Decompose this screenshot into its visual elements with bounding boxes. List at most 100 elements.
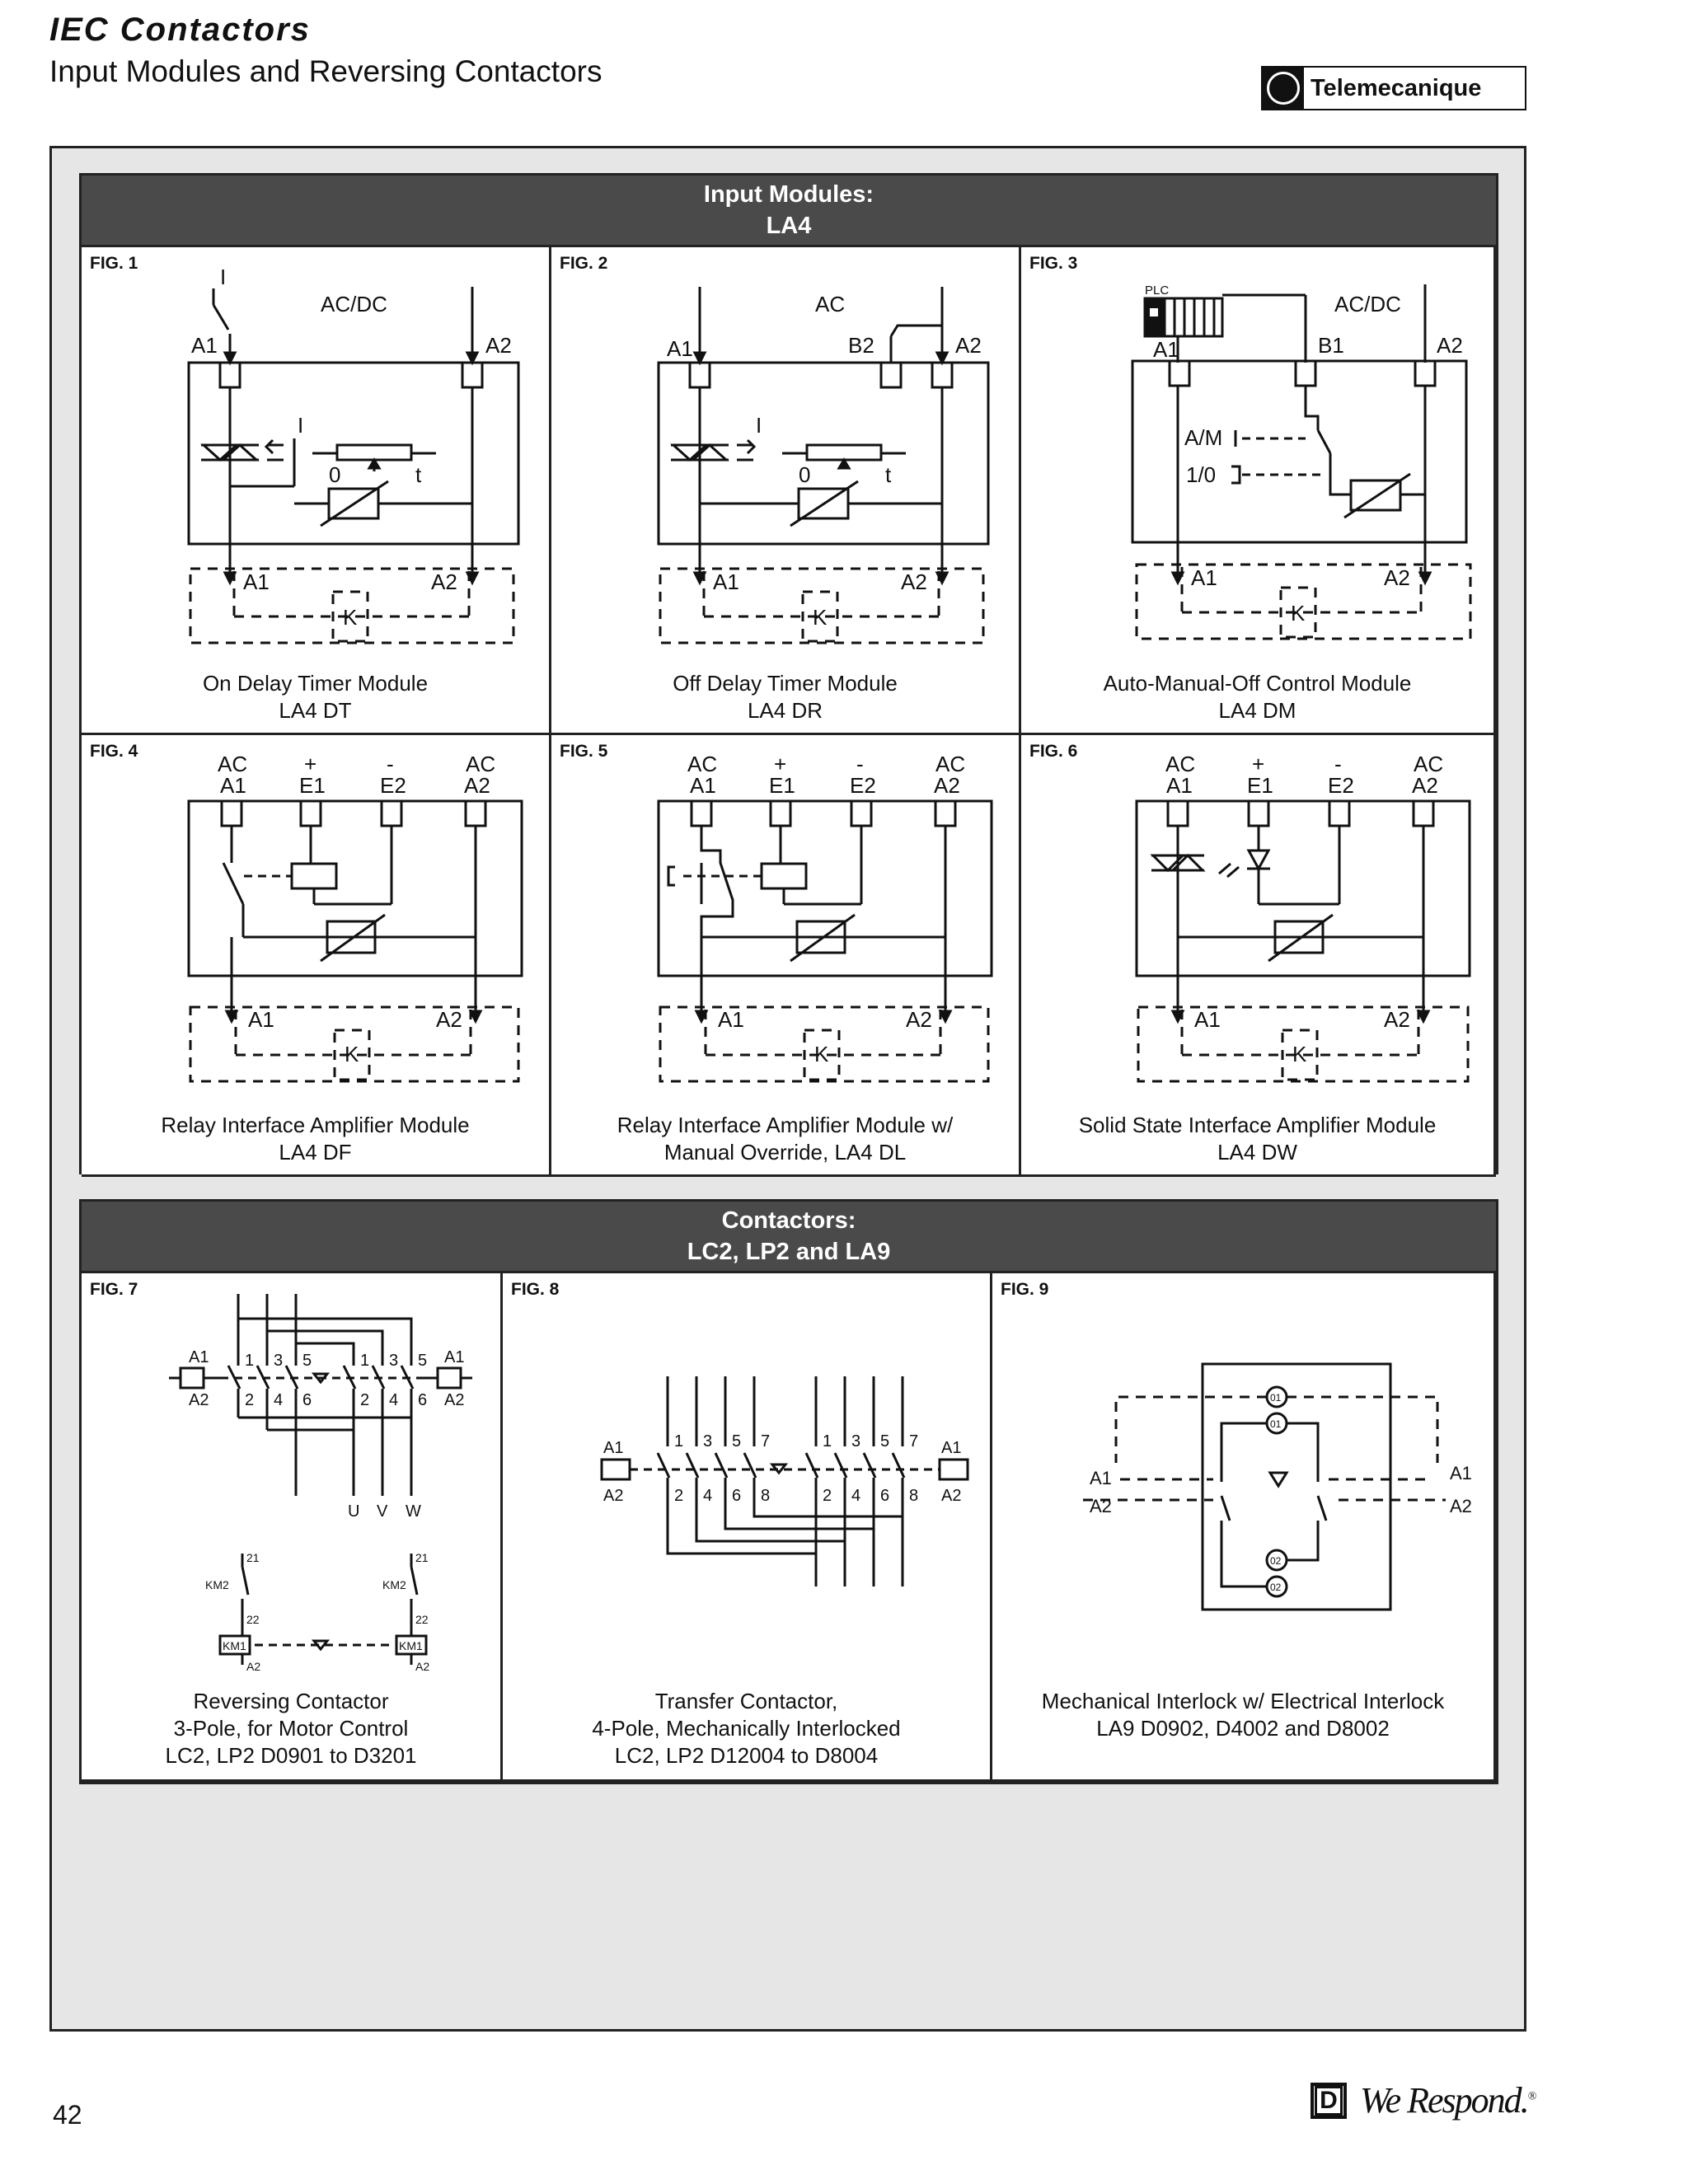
label-km1: KM1 xyxy=(399,1639,423,1652)
caption-line1: Auto-Manual-Off Control Module xyxy=(1103,671,1412,696)
fig-label: FIG. 4 xyxy=(90,742,138,761)
arrow xyxy=(223,571,237,586)
caption-line2: LA4 DT xyxy=(279,698,352,723)
label-minus: - xyxy=(1334,752,1342,776)
label-7: 7 xyxy=(909,1432,918,1451)
fig-6-cell: FIG. 6 xyxy=(1021,735,1496,1177)
fig-grid: FIG. 1 xyxy=(82,247,1496,1177)
label-a1: A1 xyxy=(690,773,716,798)
contacts-right xyxy=(342,1356,415,1496)
1-0-contact xyxy=(1231,465,1241,485)
arrow xyxy=(935,351,950,366)
caption-line3: LC2, LP2 D0901 to D3201 xyxy=(165,1743,417,1768)
section-title-line2: LC2, LP2 and LA9 xyxy=(687,1239,891,1265)
wire xyxy=(1329,453,1351,496)
label-a2: A2 xyxy=(1437,333,1463,358)
label-a2: A2 xyxy=(464,773,490,798)
label-a2: A2 xyxy=(1090,1496,1112,1516)
label-5: 5 xyxy=(732,1432,741,1451)
transfer-contactor-diagram: A1 A2 1 3 5 7 2 4 6 8 1 3 5 7 2 4 6 xyxy=(600,1376,969,1586)
label-i: I xyxy=(220,265,226,289)
varistor-slash xyxy=(320,480,389,527)
section-header: Input Modules: LA4 xyxy=(82,176,1496,247)
section-header: Contactors: LC2, LP2 and LA9 xyxy=(82,1202,1496,1273)
cross-wiring xyxy=(238,1317,413,1356)
interlock-symbol xyxy=(1268,1471,1289,1488)
label-km2: KM2 xyxy=(205,1578,229,1591)
page-number: 42 xyxy=(53,2100,82,2130)
contactors-section: Contactors: LC2, LP2 and LA9 FIG. 7 xyxy=(79,1199,1498,1784)
label-2: 2 xyxy=(245,1391,254,1409)
external-links xyxy=(1083,1395,1446,1502)
label-01: 01 xyxy=(1270,1392,1282,1404)
arrow xyxy=(692,351,707,366)
label-a2: A2 xyxy=(934,773,960,798)
module-box xyxy=(187,799,523,977)
label-minus: - xyxy=(856,752,864,776)
arrow xyxy=(837,457,851,470)
right-contact xyxy=(1287,1422,1328,1562)
coil-left xyxy=(600,1458,631,1481)
label-a1: A1 xyxy=(713,569,739,594)
label-ac: AC xyxy=(218,752,247,776)
caption-line3: LC2, LP2 D12004 to D8004 xyxy=(614,1743,879,1768)
light-arrows xyxy=(1218,862,1240,879)
caption-line2: LA4 DM xyxy=(1218,698,1296,723)
label-7: 7 xyxy=(761,1432,770,1451)
fig-5-cell: FIG. 5 xyxy=(551,735,1021,1177)
label-b2: B2 xyxy=(848,333,874,358)
module-box xyxy=(1135,799,1471,977)
am-switch xyxy=(1304,386,1332,454)
label-km1: KM1 xyxy=(223,1639,246,1652)
varistor-slash xyxy=(1343,472,1411,519)
label-01: 01 xyxy=(1270,1418,1282,1430)
label-4: 4 xyxy=(274,1391,283,1409)
brand-logo: Telemecanique xyxy=(1261,66,1526,110)
label-ac: AC xyxy=(466,752,495,776)
label-plus: + xyxy=(304,752,316,776)
terminal-a1 xyxy=(1168,359,1191,387)
label-a2: A2 xyxy=(485,333,512,358)
label-a2: A2 xyxy=(603,1487,623,1505)
label-a2: A2 xyxy=(1384,565,1410,590)
terminal-b1 xyxy=(1294,359,1317,387)
fig-4-cell: FIG. 4 xyxy=(82,735,551,1177)
label-a1: A1 xyxy=(248,1007,274,1032)
label-am: A/M xyxy=(1184,425,1222,450)
label-4: 4 xyxy=(389,1391,398,1409)
section-title-line2: LA4 xyxy=(766,213,812,239)
label-ac: AC xyxy=(1165,752,1195,776)
label-5: 5 xyxy=(880,1432,889,1451)
caption-line2: 4-Pole, Mechanically Interlocked xyxy=(592,1716,901,1741)
label-a2: A2 xyxy=(1450,1496,1472,1516)
label-w: W xyxy=(406,1502,421,1521)
interlock-symbol xyxy=(769,1463,789,1475)
terminal-a2 xyxy=(931,361,954,389)
mechanical-interlock-diagram: 01 01 02 02 A1 A2 A1 A2 xyxy=(1083,1362,1472,1611)
label-a1: A1 xyxy=(603,1439,623,1457)
label-a1: A1 xyxy=(1194,1007,1221,1032)
optocoupler-arrows xyxy=(737,438,757,462)
fig-8-cell: FIG. 8 xyxy=(503,1273,992,1782)
label-minus: - xyxy=(387,752,394,776)
label-k: K xyxy=(814,1042,829,1066)
arrow xyxy=(223,351,237,366)
fig-2-cell: FIG. 2 xyxy=(551,247,1021,735)
interlock-housing xyxy=(1201,1362,1392,1611)
caption-line1: Solid State Interface Amplifier Module xyxy=(1078,1113,1437,1137)
label-6: 6 xyxy=(732,1487,741,1505)
caption-line2: Manual Override, LA4 DL xyxy=(663,1140,907,1165)
label-a1: A1 xyxy=(718,1007,744,1032)
arrow xyxy=(465,351,480,366)
label-i: I xyxy=(298,413,303,438)
contactor-dashed xyxy=(189,567,515,644)
label-21: 21 xyxy=(415,1551,429,1564)
label-1: 1 xyxy=(245,1352,254,1370)
section-title-line1: Input Modules: xyxy=(703,181,874,208)
label-a1: A1 xyxy=(667,336,693,361)
terminal-a2 xyxy=(461,361,484,389)
page-title: IEC Contactors xyxy=(49,12,311,48)
fig-label: FIG. 9 xyxy=(1001,1280,1049,1299)
label-3: 3 xyxy=(703,1432,712,1451)
label-a2: A2 xyxy=(415,1660,429,1673)
